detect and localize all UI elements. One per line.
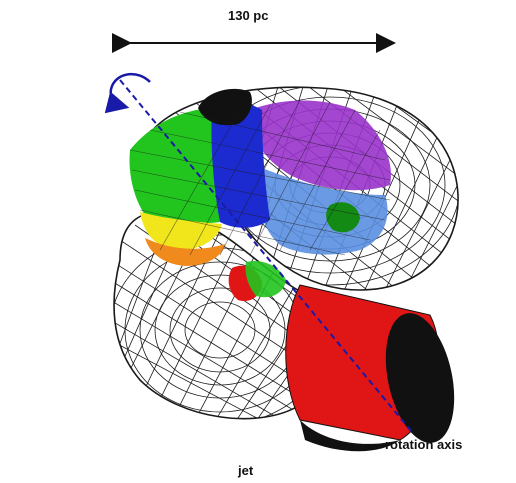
scale-label: 130 pc bbox=[228, 8, 269, 23]
orange-region bbox=[145, 238, 225, 266]
light-blue-region bbox=[255, 165, 388, 255]
cloud-mesh-overlay bbox=[129, 99, 391, 256]
green-patch-lower bbox=[245, 260, 286, 298]
jet-cone bbox=[285, 284, 455, 452]
rotation-arrow-icon bbox=[104, 73, 151, 114]
rotation-axis-label: rotation axis bbox=[385, 437, 463, 452]
jet-cone-underside bbox=[300, 420, 400, 452]
jet-cone-base bbox=[385, 313, 455, 443]
colour-cloud-region bbox=[129, 88, 391, 302]
yellow-region bbox=[140, 212, 222, 250]
green-region bbox=[129, 108, 220, 224]
black-cap bbox=[198, 88, 252, 126]
rotation-axis-line bbox=[119, 79, 413, 433]
purple-region bbox=[250, 100, 391, 191]
jet-label: jet bbox=[238, 463, 254, 478]
